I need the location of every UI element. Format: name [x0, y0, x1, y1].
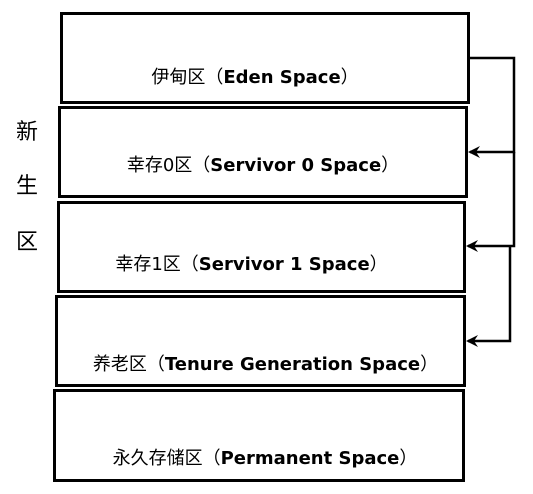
permanent-space-label: 永久存储区（Permanent Space） — [112, 448, 418, 469]
survivor-1-label: 幸存1区（Servivor 1 Space） — [115, 254, 388, 275]
arrow-s1-to-tenure — [466, 246, 512, 347]
survivor-0-label: 幸存0区（Servivor 0 Space） — [126, 155, 400, 176]
side-label-char-2: 生 — [16, 174, 39, 199]
survivor-0-box: 幸存0区（Servivor 0 Space） — [58, 106, 468, 198]
arrow-eden-to-s0 — [468, 56, 516, 158]
tenure-generation-box: 养老区（Tenure Generation Space） — [55, 295, 466, 387]
side-label-char-1: 新 — [16, 120, 39, 145]
survivor-1-box: 幸存1区（Servivor 1 Space） — [57, 201, 466, 293]
permanent-space-box: 永久存储区（Permanent Space） — [53, 389, 465, 482]
tenure-generation-label: 养老区（Tenure Generation Space） — [92, 354, 439, 375]
side-label-char-3: 区 — [16, 230, 39, 255]
arrow-s0-to-s1 — [466, 152, 516, 252]
eden-space-box: 伊甸区（Eden Space） — [60, 12, 470, 104]
eden-space-label: 伊甸区（Eden Space） — [151, 67, 359, 88]
